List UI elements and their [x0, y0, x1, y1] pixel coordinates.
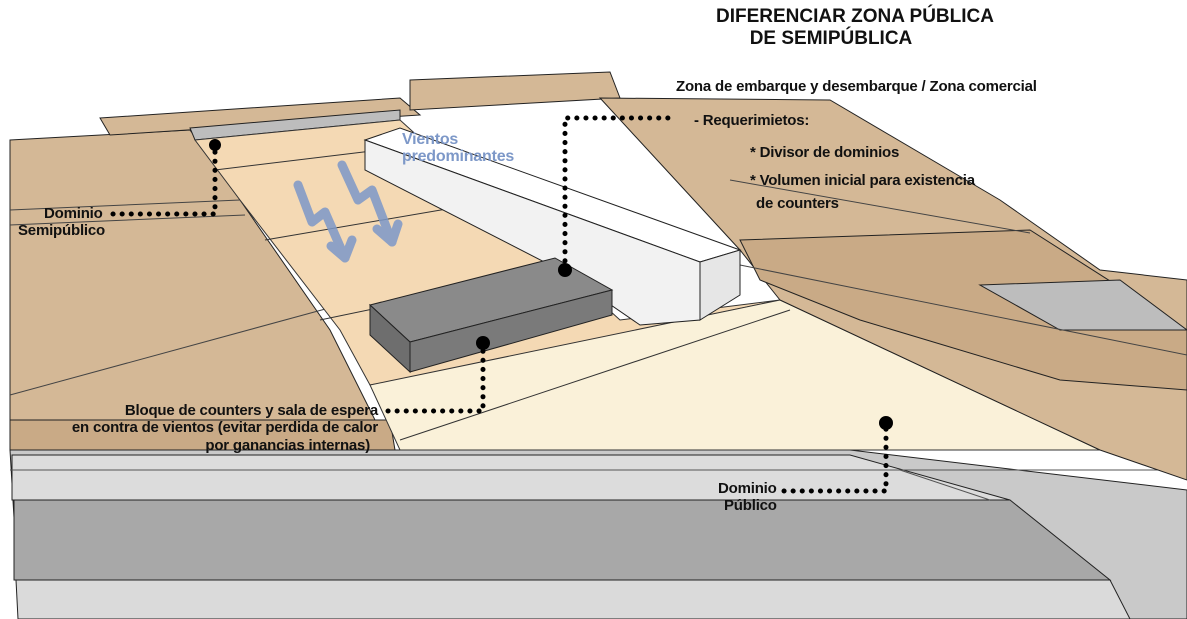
title-line-2: DE SEMIPÚBLICA	[749, 27, 913, 49]
title-line-1: DIFERENCIAR ZONA PÚBLICA	[716, 6, 994, 27]
right-terrain	[598, 97, 1187, 481]
counters-label-line-2: en contra de vientos (evitar perdida de …	[71, 419, 378, 437]
counters-label: Bloque de counters y sala de espera en c…	[18, 402, 378, 454]
counters-block-side	[409, 289, 613, 373]
leader-public	[781, 422, 889, 494]
back-terrace	[99, 71, 621, 141]
leader-endpoints	[209, 139, 893, 430]
leader-lines	[110, 115, 889, 494]
counters-label-line-3: por ganancias internas)	[205, 436, 370, 454]
public-label-line-2: Público	[724, 497, 777, 515]
diagram-title: DIFERENCIAR ZONA PÚBLICA DE SEMIPÚBLICA	[716, 6, 994, 50]
ground-slab	[9, 449, 1187, 619]
requirement-item-2: * Volumen inicial para existencia de cou…	[750, 172, 975, 213]
counters-label-line-1: Bloque de counters y sala de espera	[124, 402, 378, 419]
requirement-item-2-line-1: * Volumen inicial para existencia	[750, 172, 975, 189]
wind-label-line-2: predominantes	[402, 147, 515, 165]
wind-label: Vientos predominantes	[402, 131, 515, 166]
wind-label-line-1: Vientos	[402, 131, 459, 148]
counters-block	[368, 257, 614, 374]
requirements-heading: - Requerimietos:	[694, 112, 810, 129]
public-label-line-1: Dominio	[718, 480, 777, 497]
semi-public-label-line-1: Dominio	[44, 205, 103, 222]
requirement-item-2-line-2: de counters	[756, 195, 839, 213]
ground-slab-band-light	[11, 454, 1011, 501]
leader-semipublic	[110, 142, 218, 217]
wind-arrow-icon	[293, 180, 357, 263]
left-terrain-front	[9, 419, 396, 451]
wind-arrow-icon	[337, 160, 403, 247]
white-volume	[363, 127, 742, 326]
semi-public-label-line-2: Semipúblico	[18, 222, 105, 240]
requirement-item-1: * Divisor de dominios	[750, 144, 900, 161]
public-label: Dominio Público	[718, 480, 777, 515]
leader-counters	[385, 342, 486, 414]
semi-public-label: Dominio Semipúblico	[18, 205, 105, 240]
ground-slab-band-bottom	[15, 579, 1131, 619]
ground-slab-band-mid	[13, 499, 1112, 581]
white-volume-front	[699, 249, 741, 321]
diagram-subtitle: Zona de embarque y desembarque / Zona co…	[676, 78, 1037, 95]
